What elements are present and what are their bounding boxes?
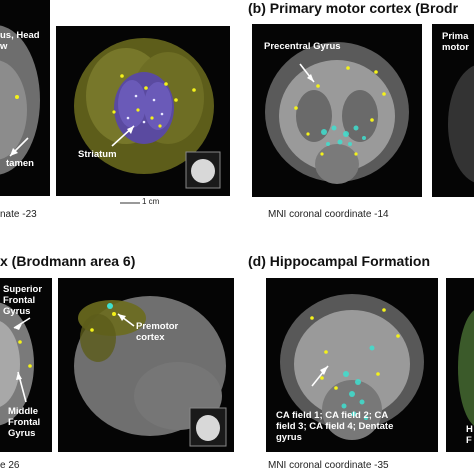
panel-c-title: x (Brodmann area 6) bbox=[0, 253, 136, 269]
premotor-3d-brain bbox=[74, 296, 227, 447]
scale-bar-label: 1 cm bbox=[142, 197, 160, 206]
panel-b-coronal-image: Precentral Gyrus bbox=[252, 24, 422, 197]
striatum-3d-brain bbox=[74, 38, 221, 189]
striatum-label: Striatum bbox=[78, 149, 117, 160]
panel-c-axial-brain bbox=[0, 302, 34, 426]
panel-b-caption: MNI coronal coordinate -14 bbox=[268, 209, 389, 220]
putamen-label: tamen bbox=[6, 158, 34, 169]
panel-b-coronal-brain bbox=[265, 42, 409, 184]
panel-d-coronal-brain bbox=[280, 294, 424, 440]
panel-a-coronal-brain bbox=[0, 25, 40, 175]
precentral-gyrus-label: Precentral Gyrus bbox=[264, 41, 341, 52]
panel-d-caption: MNI coronal coordinate -35 bbox=[268, 460, 389, 471]
panel-c-caption: e 26 bbox=[0, 460, 20, 471]
panel-d-second-brain bbox=[458, 310, 474, 426]
panel-a-caption: nate -23 bbox=[0, 209, 37, 220]
panel-d-title: (d) Hippocampal Formation bbox=[248, 253, 430, 269]
panel-b-title: (b) Primary motor cortex (Brodr bbox=[248, 0, 459, 16]
panel-b-second-brain bbox=[448, 65, 474, 183]
panel-a-3d-render: Striatum bbox=[56, 26, 230, 196]
